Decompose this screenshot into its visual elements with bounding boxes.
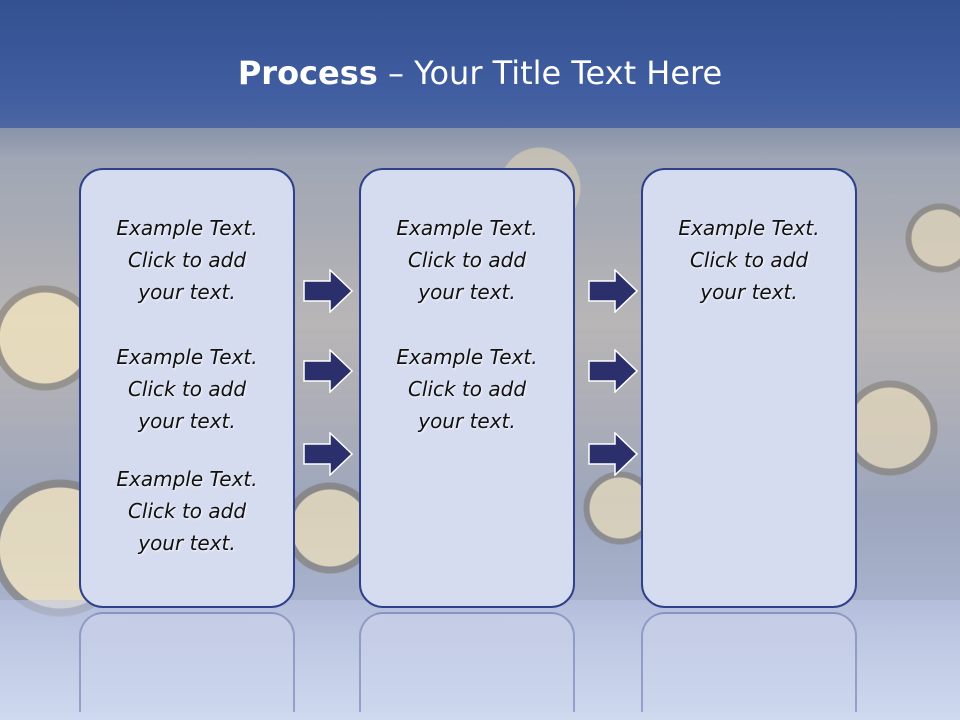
text-line: Click to add <box>127 499 247 523</box>
background-rail <box>0 600 960 720</box>
right-arrow-icon <box>303 432 353 476</box>
text-line: Example Text. <box>116 345 258 369</box>
text-block[interactable]: Example Text. Click to add your text. <box>643 212 855 308</box>
slide-title[interactable]: Process – Your Title Text Here <box>0 54 960 92</box>
text-line: your text. <box>418 409 516 433</box>
right-arrow-icon <box>303 269 353 313</box>
text-line: Click to add <box>407 248 527 272</box>
process-box-2[interactable]: Example Text. Click to add your text. Ex… <box>359 168 575 608</box>
title-rest: – Your Title Text Here <box>377 54 723 92</box>
box-reflection <box>359 612 575 712</box>
text-line: Click to add <box>127 377 247 401</box>
text-line: Example Text. <box>678 216 820 240</box>
process-box-3[interactable]: Example Text. Click to add your text. <box>641 168 857 608</box>
text-line: Example Text. <box>116 216 258 240</box>
text-line: your text. <box>700 280 798 304</box>
right-arrow-icon <box>588 349 638 393</box>
right-arrow-icon <box>588 432 638 476</box>
text-block[interactable]: Example Text. Click to add your text. <box>361 212 573 308</box>
text-line: Example Text. <box>116 467 258 491</box>
text-block[interactable]: Example Text. Click to add your text. <box>361 341 573 437</box>
text-block[interactable]: Example Text. Click to add your text. <box>81 341 293 437</box>
text-block[interactable]: Example Text. Click to add your text. <box>81 212 293 308</box>
text-line: your text. <box>138 531 236 555</box>
box-reflection <box>641 612 857 712</box>
text-line: Click to add <box>127 248 247 272</box>
text-line: Click to add <box>689 248 809 272</box>
text-line: your text. <box>418 280 516 304</box>
text-line: Example Text. <box>396 345 538 369</box>
right-arrow-icon <box>303 349 353 393</box>
text-line: your text. <box>138 409 236 433</box>
title-band: Process – Your Title Text Here <box>0 0 960 128</box>
text-line: Click to add <box>407 377 527 401</box>
title-bold: Process <box>237 54 378 92</box>
text-line: your text. <box>138 280 236 304</box>
box-reflection <box>79 612 295 712</box>
process-box-1[interactable]: Example Text. Click to add your text. Ex… <box>79 168 295 608</box>
text-block[interactable]: Example Text. Click to add your text. <box>81 463 293 559</box>
text-line: Example Text. <box>396 216 538 240</box>
right-arrow-icon <box>588 269 638 313</box>
